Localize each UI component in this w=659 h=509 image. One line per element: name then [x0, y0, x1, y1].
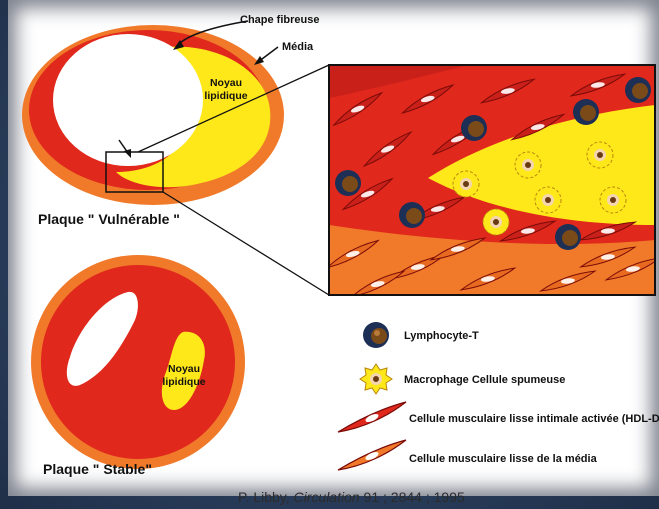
- vulnerable-plaque: Chape fibreuse Média Noyau lipidique Pla…: [22, 14, 329, 295]
- legend-label-activated-smc: Cellule musculaire lisse intimale activé…: [409, 413, 659, 425]
- citation-ref: 91 ; 2844 ; 1995: [360, 489, 465, 505]
- macrophage-nucleus: [597, 152, 603, 158]
- macrophage-nucleus: [525, 162, 531, 168]
- stable-noyau-line2: lipidique: [162, 376, 205, 388]
- lymphocyte-nucleus: [580, 105, 596, 121]
- figure-panel: Chape fibreuse Média Noyau lipidique Pla…: [8, 0, 659, 496]
- lymphocyte-nucleus: [468, 121, 484, 137]
- noyau-label-line1: Noyau: [210, 77, 242, 89]
- lymphocyte-nucleus: [342, 176, 358, 192]
- plaque-stable-title: Plaque " Stable": [43, 461, 152, 477]
- zoomed-detail: [324, 65, 659, 297]
- activated-smooth-muscle-cell-icon: [338, 402, 406, 432]
- macrophage-nucleus: [463, 181, 469, 187]
- lymphocyte-nucleus: [406, 208, 422, 224]
- macrophage-nucleus: [545, 197, 551, 203]
- lymphocyte-nucleus: [632, 83, 648, 99]
- citation-author: P. Libby,: [238, 489, 294, 505]
- citation-journal: Circulation: [294, 489, 360, 505]
- lymphocyte-icon: [363, 322, 389, 348]
- chape-label: Chape fibreuse: [240, 14, 319, 26]
- macrophage-nucleus: [493, 219, 499, 225]
- atherosclerosis-figure: Chape fibreuse Média Noyau lipidique Pla…: [8, 0, 659, 496]
- plaque-vulnerable-title: Plaque " Vulnérable ": [38, 211, 180, 227]
- lymphocyte-nucleus: [562, 230, 578, 246]
- legend: Lymphocyte-T Macrophage Cellule spumeuse…: [338, 322, 659, 470]
- legend-label-macrophage: Macrophage Cellule spumeuse: [404, 374, 565, 386]
- legend-label-lymphocyte: Lymphocyte-T: [404, 330, 479, 342]
- macrophage-nucleus: [610, 197, 616, 203]
- noyau-label-line2: lipidique: [204, 90, 247, 102]
- stable-plaque: Noyau lipidique Plaque " Stable": [31, 255, 245, 477]
- media-label: Média: [282, 41, 314, 53]
- stable-noyau-line1: Noyau: [168, 363, 200, 375]
- citation: P. Libby, Circulation 91 ; 2844 ; 1995: [238, 489, 465, 505]
- legend-label-media-smc: Cellule musculaire lisse de la média: [409, 453, 598, 465]
- vessel-lumen: [53, 34, 203, 166]
- macrophage-icon: [360, 364, 392, 394]
- media-smooth-muscle-cell-icon: [338, 440, 406, 470]
